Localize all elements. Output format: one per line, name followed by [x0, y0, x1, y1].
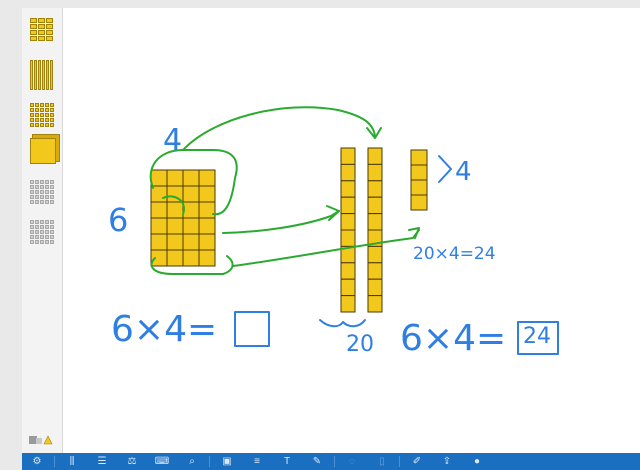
wrench-icon[interactable]: ✐ [412, 456, 422, 467]
answer-box-empty [234, 311, 270, 347]
unit-cube [166, 249, 184, 267]
rod-segment [367, 278, 383, 297]
green-arrow-middle [222, 210, 340, 234]
green-arrowhead-bottom [408, 227, 420, 239]
info-icon[interactable]: ● [473, 456, 481, 467]
unit-cube [198, 249, 216, 267]
unit-cube [410, 194, 428, 211]
unit-cube [182, 185, 200, 203]
columns-icon[interactable]: ⫼ [69, 456, 75, 467]
trash-icon[interactable]: ▯ [379, 456, 385, 467]
green-arrow-top [182, 106, 376, 151]
green-arrowhead-middle [326, 205, 340, 221]
unit-cube [182, 249, 200, 267]
label-top-4: 4 [163, 123, 183, 158]
unit-cube [166, 217, 184, 235]
rod-segment [367, 245, 383, 264]
unit-cube [150, 249, 168, 267]
unit-cube [182, 169, 200, 187]
unit-cube [198, 201, 216, 219]
four-unit-column [410, 149, 428, 211]
unit-cube [150, 233, 168, 251]
list-icon[interactable]: ≡ [254, 456, 260, 467]
green-loop-bottom [150, 255, 234, 275]
unit-cube [166, 169, 184, 187]
unit-cube [198, 233, 216, 251]
label-left-6: 6 [108, 201, 129, 239]
unit-cube [410, 179, 428, 196]
rod-segment [340, 278, 356, 297]
rod-segment [340, 147, 356, 165]
unit-cube [182, 201, 200, 219]
rod-segment [367, 262, 383, 280]
unit-cube [166, 233, 184, 251]
rod-segment [340, 262, 356, 280]
equation-left: 6×4= [111, 309, 218, 350]
unit-cube [150, 217, 168, 235]
rod-segment [367, 147, 383, 165]
drawing-layer [149, 106, 559, 355]
rod-segment [340, 295, 356, 313]
unit-cubes-tool[interactable] [30, 18, 54, 41]
rod-segment [340, 196, 356, 215]
save-icon[interactable]: ▣ [222, 456, 232, 467]
rod-segment [340, 229, 356, 247]
rods-bracket-mark [319, 319, 366, 328]
bracket-mark [438, 155, 452, 183]
unit-cube [150, 169, 168, 187]
text-icon[interactable]: T [283, 456, 291, 467]
unit-cube [198, 185, 216, 203]
settings-icon[interactable]: ⚙ [32, 456, 42, 467]
ten-rods-tool[interactable] [30, 60, 54, 90]
rows-icon[interactable]: ☰ [97, 456, 107, 467]
green-loop-row [162, 195, 185, 215]
unit-cube [410, 149, 428, 166]
unit-cube-array [150, 169, 216, 267]
pen-icon[interactable]: ✎ [312, 456, 322, 467]
weight-icon[interactable]: ⚖ [127, 456, 137, 467]
block-palette [22, 8, 63, 453]
block-palette-settings-icon[interactable] [28, 433, 54, 447]
zoom-icon[interactable]: ⌕ [189, 456, 195, 467]
rod-segment [367, 163, 383, 182]
unit-cube [198, 169, 216, 187]
thousand-cube-tool[interactable] [30, 138, 56, 164]
ten-rods [340, 147, 383, 313]
green-arrow-bottom [232, 229, 420, 267]
grey-flat-tool[interactable] [30, 220, 54, 248]
equation-right: 6×4= [400, 318, 507, 359]
keyboard-icon[interactable]: ⌨ [154, 456, 170, 467]
grey-block-tool[interactable] [30, 180, 54, 208]
bottom-toolbar: ⚙ ⫼ ☰ ⚖ ⌨ ⌕ ▣ ≡ T ✎ ◌ ▯ ✐ ⇪ ● [22, 453, 640, 470]
unit-cube [166, 201, 184, 219]
unit-cube [182, 217, 200, 235]
share-icon[interactable]: ⇪ [442, 456, 452, 467]
hundred-flat-tool[interactable] [30, 103, 54, 129]
calc-note: 20×4=24 [413, 244, 496, 264]
rod-segment [340, 180, 356, 198]
unit-cube [150, 201, 168, 219]
rods-label: 20 [346, 332, 374, 357]
label-bracket-4: 4 [455, 157, 472, 187]
work-canvas[interactable]: 4 6 4 20×4=24 6×4= 20 6×4= 24 [63, 8, 640, 453]
unit-cube [198, 217, 216, 235]
answer-value: 24 [523, 324, 551, 349]
answer-box-filled [517, 321, 559, 355]
eraser-icon[interactable]: ◌ [349, 456, 355, 467]
rod-segment [367, 295, 383, 313]
rod-segment [367, 213, 383, 231]
rod-segment [340, 213, 356, 231]
rod-segment [367, 180, 383, 198]
rod-segment [340, 163, 356, 182]
unit-cube [410, 164, 428, 181]
unit-cube [182, 233, 200, 251]
green-arrowhead-top [366, 127, 382, 139]
rod-segment [367, 196, 383, 215]
green-loop-top [149, 149, 238, 216]
